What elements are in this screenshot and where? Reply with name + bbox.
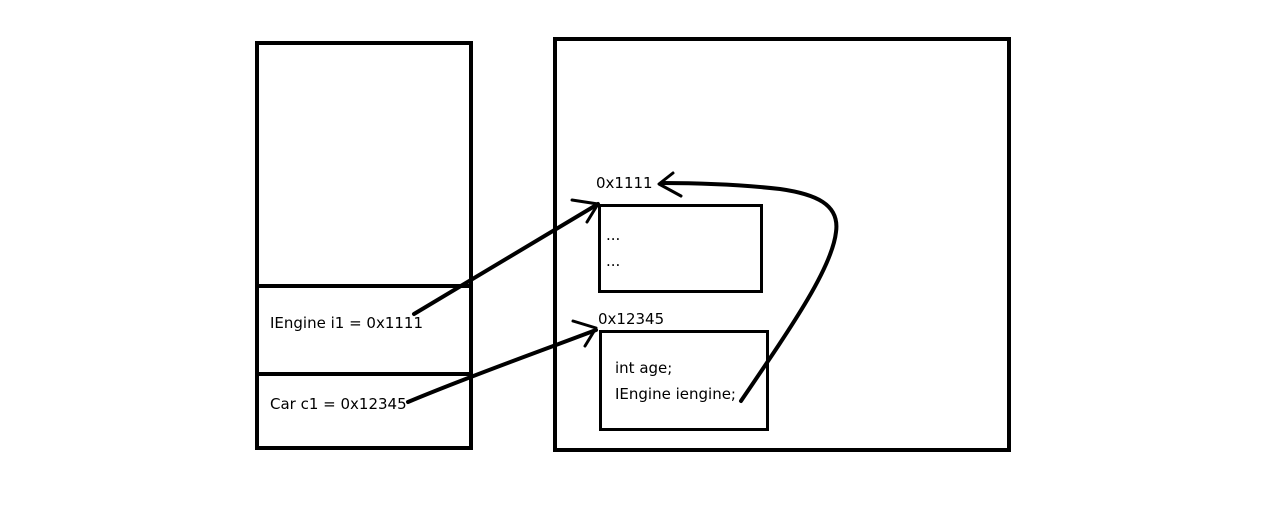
arrow-i1-to-engine — [412, 202, 600, 316]
arrow-iengine-to-engine — [660, 181, 839, 403]
car-address: 0x12345 — [598, 310, 665, 328]
engine-object — [598, 204, 763, 293]
arrowhead-iengine — [657, 171, 683, 198]
heap-panel — [553, 37, 1011, 452]
arrow-c1-to-car — [406, 328, 598, 404]
stack-divider-1 — [255, 284, 473, 288]
stack-divider-2 — [255, 372, 473, 376]
engine-line-2: ... — [606, 252, 621, 270]
arrowhead-car — [571, 319, 598, 348]
stack-var-i1: IEngine i1 = 0x1111 — [270, 314, 424, 332]
engine-line-1: ... — [606, 226, 621, 244]
engine-address: 0x1111 — [596, 174, 653, 192]
car-field-iengine: IEngine iengine; — [615, 385, 736, 403]
arrowhead-engine — [570, 198, 600, 224]
stack-panel — [255, 41, 473, 450]
car-field-age: int age; — [615, 359, 673, 377]
car-object — [599, 330, 769, 431]
stack-var-c1: Car c1 = 0x12345 — [270, 395, 407, 413]
